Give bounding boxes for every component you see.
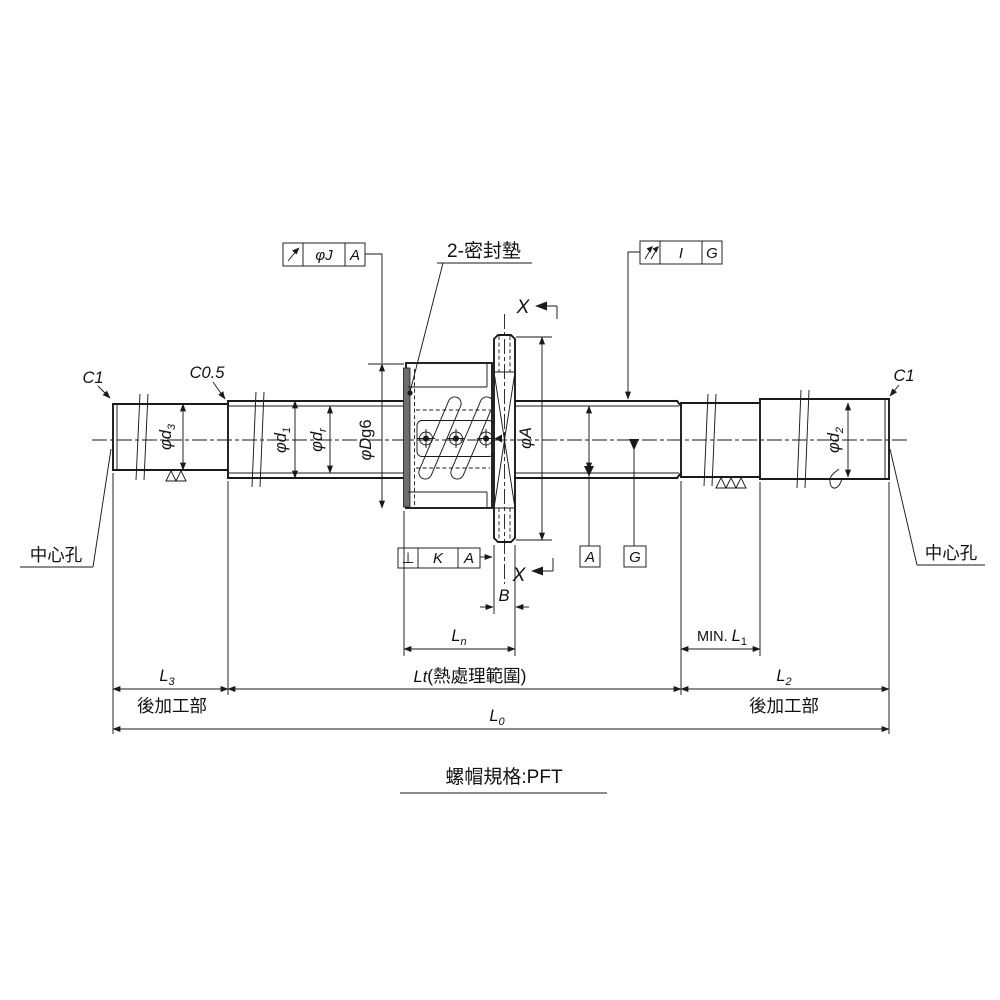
fcf-runout-datum: A: [349, 247, 360, 264]
dim-L0: L0: [489, 707, 505, 728]
flange-center-arrow: [494, 434, 502, 443]
datum-g-feature: G: [623, 439, 647, 568]
fcf-total-runout-leader: [624, 251, 640, 400]
total-runout-icon: [644, 246, 659, 260]
datum-a-feature: A: [579, 405, 601, 568]
chamfer-c05: C0.5: [190, 364, 226, 382]
fcf-runout-leader: [365, 253, 383, 363]
dim-D: φDg6: [357, 419, 375, 460]
dim-dr: φdr: [308, 427, 329, 452]
center-hole-right: 中心孔: [889, 448, 985, 566]
seal-callout-label: 2-密封墊: [447, 240, 521, 262]
tube-screws: [417, 429, 495, 448]
datum-g-label: G: [629, 549, 641, 566]
dim-d3: φd3: [157, 423, 178, 450]
section-marker-top: X: [516, 297, 558, 319]
dim-A: φA: [517, 427, 535, 449]
dim-L2: L2: [776, 667, 791, 688]
fcf-runout-tolerance: φJ: [315, 247, 333, 264]
center-hole-label: 中心孔: [30, 545, 83, 565]
dim-L3: L3: [159, 667, 175, 688]
section-x-label: X: [512, 565, 527, 586]
leader-dot: [407, 390, 413, 396]
dim-B: B: [498, 587, 509, 605]
post-machining-right: 後加工部: [749, 696, 819, 716]
thread-runout-mark: [829, 468, 843, 489]
datum-triangle: [629, 439, 639, 451]
chamfer-callouts: C1 C0.5 C1: [82, 364, 915, 400]
section-arrow-icon: [535, 301, 547, 311]
fcf-circular-runout: φJ A: [282, 242, 383, 363]
seal-washer: [403, 367, 411, 508]
section-x-label: X: [516, 297, 531, 318]
post-machining-left: 後加工部: [137, 696, 207, 716]
drawing-title: 螺帽規格:PFT: [400, 766, 607, 794]
fcf-perp-tolerance: K: [433, 550, 444, 567]
section-arrow-icon: [531, 566, 543, 576]
length-dimensions: B Ln MIN. L1 L3 Lt(熱處理範圍) L2 L0 後加工部 後加工…: [112, 473, 890, 734]
diameter-dimensions: φd3 φd1 φdr φDg6 φA φd2: [157, 336, 852, 541]
surface-finish-marks: [165, 469, 747, 489]
dim-Lt: Lt(熱處理範圍): [414, 666, 527, 686]
fcf-total-runout: I G: [624, 240, 723, 400]
break-marks: [135, 389, 810, 489]
dim-Ln: Ln: [451, 627, 466, 648]
ball-return-tube: [450, 396, 494, 480]
dim-d1: φd1: [272, 427, 293, 453]
perpendicularity-icon: ⊥: [401, 550, 414, 567]
dim-min-L1: MIN. L1: [697, 627, 747, 648]
fcf-total-runout-tolerance: I: [679, 245, 683, 262]
seal-callout: 2-密封墊: [407, 240, 532, 396]
nut-spec-title: 螺帽規格:PFT: [445, 766, 563, 788]
dim-d2: φd2: [825, 427, 846, 453]
circular-runout-icon: [287, 247, 300, 262]
center-hole-label: 中心孔: [925, 543, 978, 563]
datum-triangle: [584, 466, 594, 477]
ball-return-tube: [418, 396, 462, 480]
fcf-total-runout-datum: G: [706, 245, 718, 262]
nut-assembly: [403, 314, 516, 584]
center-hole-left: 中心孔: [20, 448, 112, 568]
fcf-perpendicularity: ⊥ K A: [397, 547, 493, 569]
datum-a-label: A: [584, 549, 595, 566]
chamfer-c1-left: C1: [82, 369, 103, 387]
chamfer-c1-right: C1: [893, 367, 914, 385]
fcf-perp-datum: A: [463, 550, 474, 567]
